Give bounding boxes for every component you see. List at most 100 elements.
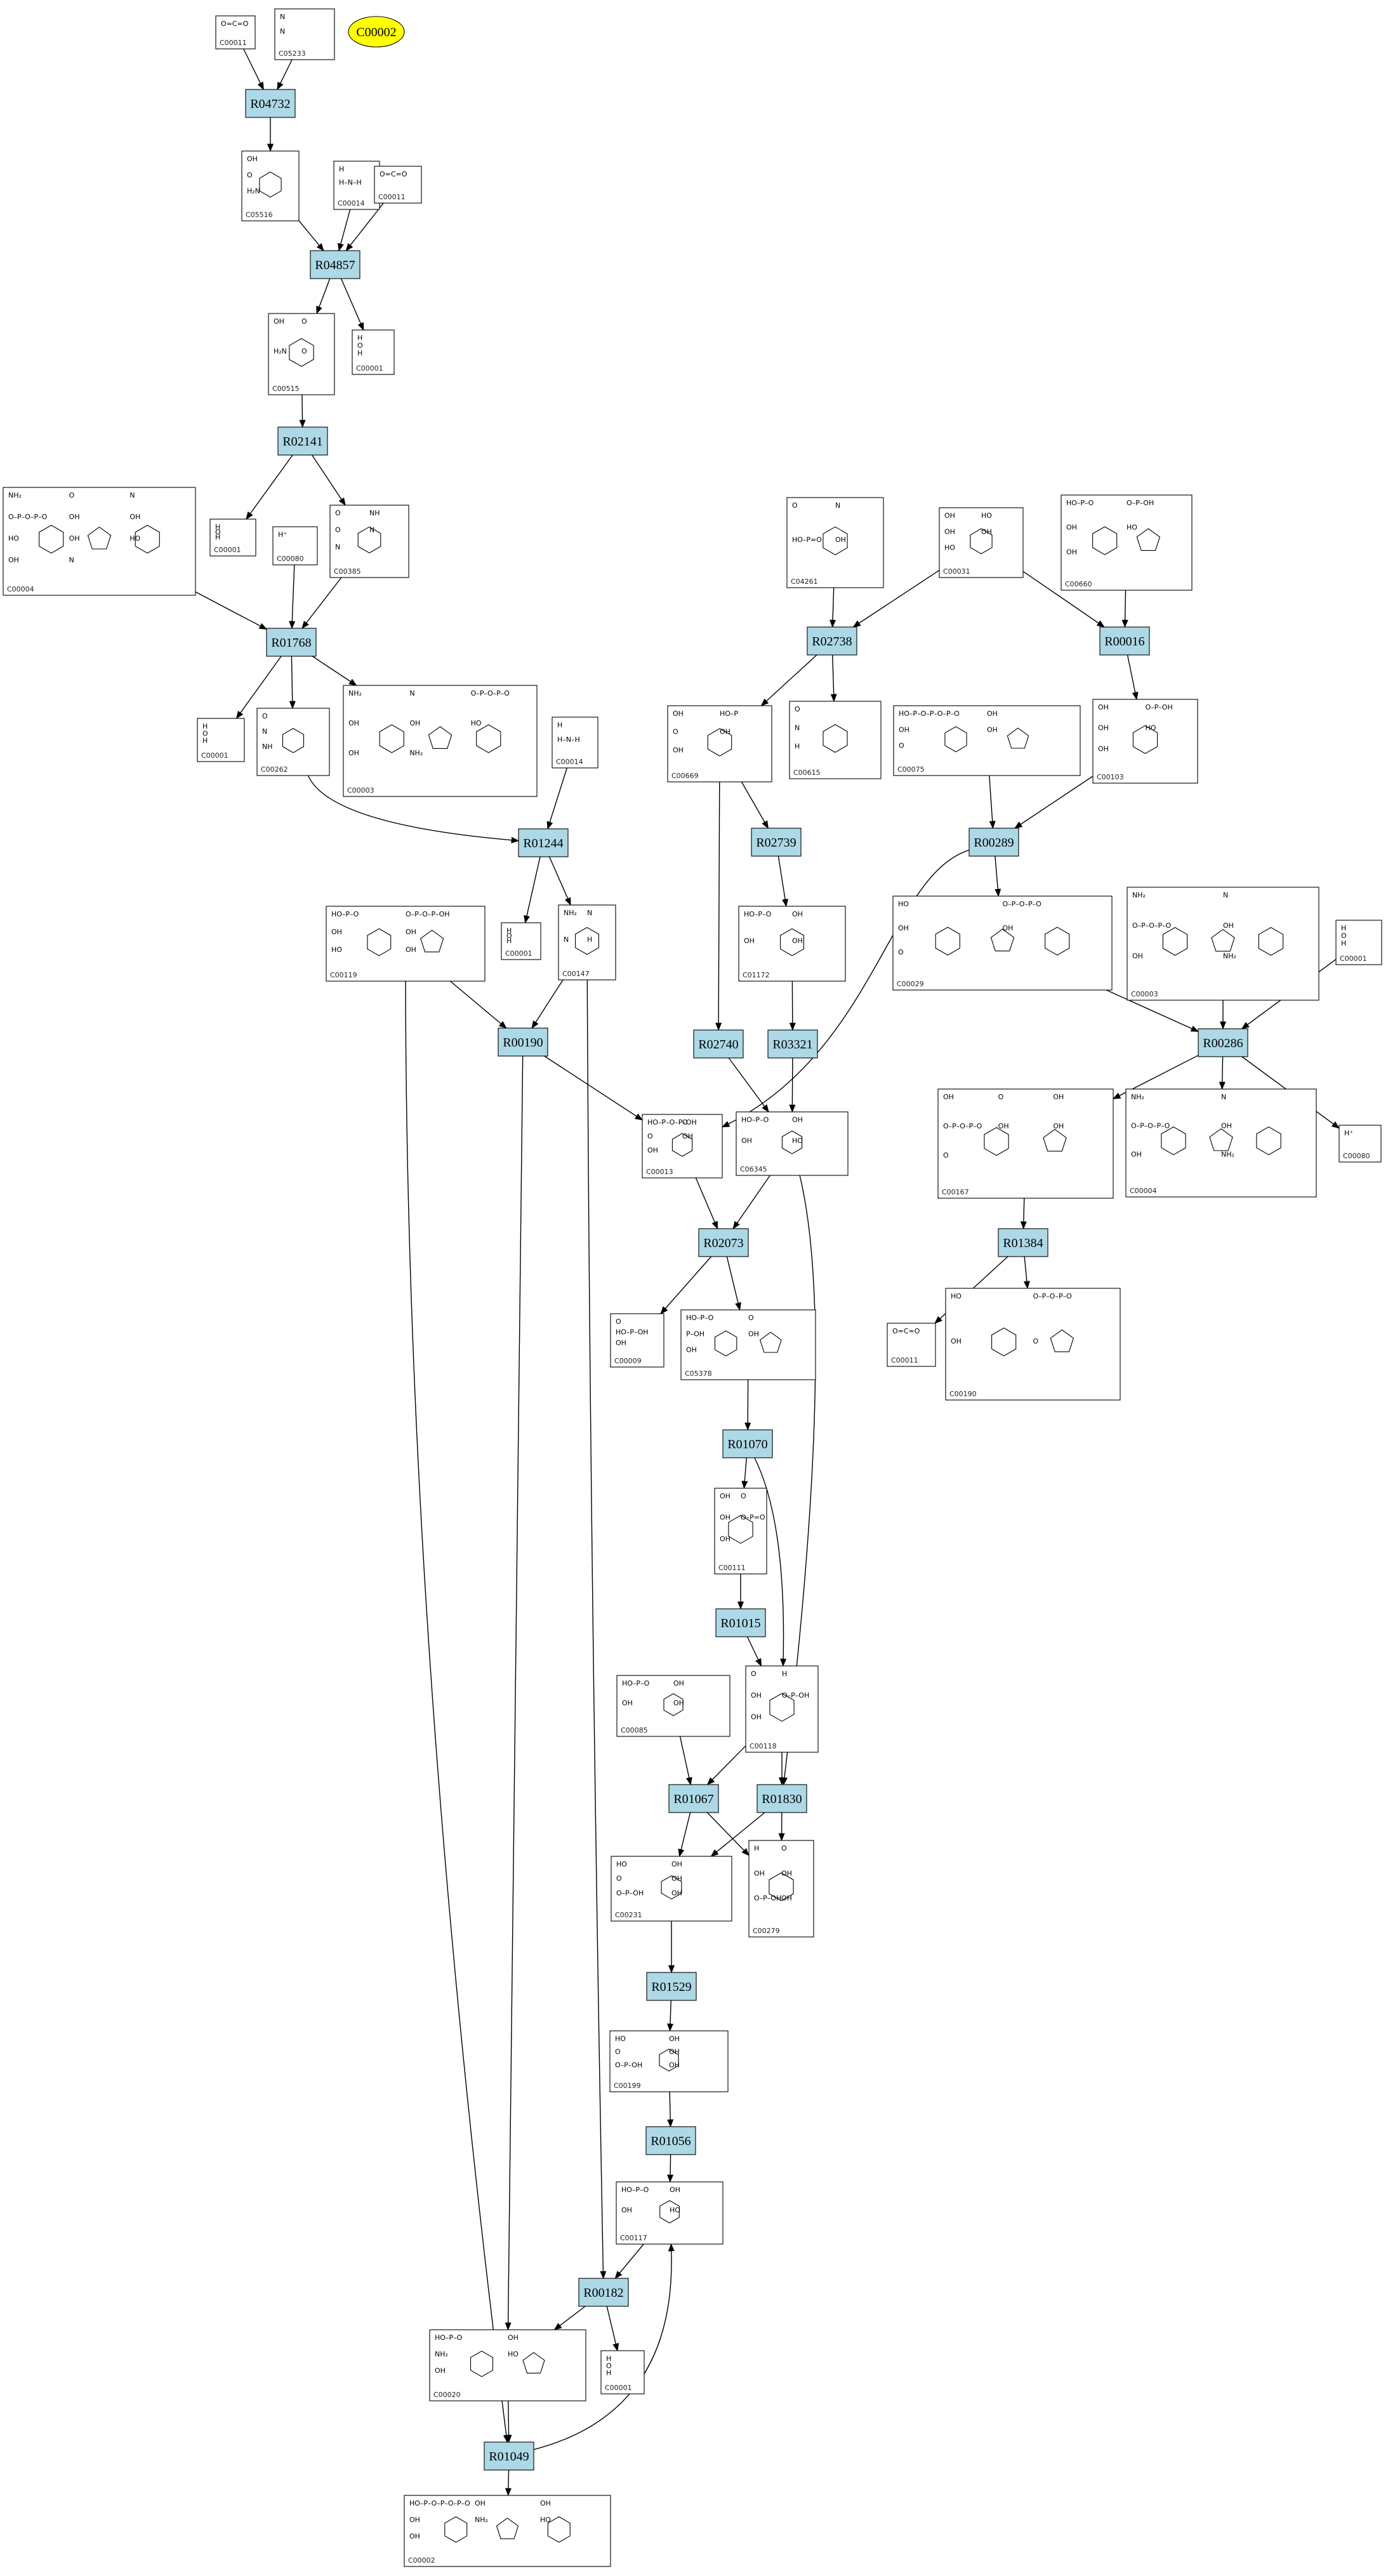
ring-bond [1209,1128,1233,1151]
reaction-node[interactable]: R01768 [266,628,317,657]
atom-label: OH [1066,548,1077,556]
reaction-node[interactable]: R01384 [998,1228,1048,1257]
ring-bond [823,723,848,753]
compound-node[interactable]: H⁺C00080 [1338,1125,1382,1163]
atom-label: OH [673,1699,684,1707]
reaction-node[interactable]: R01049 [484,2441,534,2471]
atom-label: O [247,171,253,179]
edge-arrow [710,1812,765,1857]
compound-box [714,1488,767,1575]
reaction-node[interactable]: R04857 [310,250,360,279]
compound-box [404,2495,611,2567]
edge-arrow [732,1175,770,1230]
compound-box [667,705,772,783]
atom-label: OH [1053,1122,1064,1130]
atom-label: O [751,1670,757,1678]
reaction-node[interactable]: R01244 [518,828,569,857]
reaction-node[interactable]: R01830 [757,1784,807,1813]
reaction-node[interactable]: R02073 [698,1228,749,1257]
reaction-box [646,1972,697,2001]
compound-id-label: C00004 [7,585,34,593]
atom-label: NH₂ [564,909,577,917]
reaction-node[interactable]: R01056 [645,2126,696,2155]
reaction-node[interactable]: R00190 [498,1027,548,1057]
compound-node[interactable]: H⁺C00080 [272,526,318,565]
reaction-node[interactable]: R01015 [715,1608,766,1637]
reaction-node[interactable]: R04732 [245,89,296,118]
reaction-node[interactable]: R02739 [751,828,802,857]
atom-label: H [754,1844,759,1853]
reaction-box [498,1027,548,1057]
reaction-node[interactable]: R01070 [722,1429,773,1458]
reaction-box [266,628,317,657]
reaction-node[interactable]: R00286 [1198,1028,1248,1057]
reaction-node[interactable]: R01067 [668,1784,719,1813]
reaction-node[interactable]: R02740 [693,1029,744,1059]
highlight-node[interactable]: C00002 [348,16,405,48]
reaction-node[interactable]: R00182 [578,2278,629,2307]
reaction-node[interactable]: R01529 [646,1972,697,2001]
ring-bond [1007,727,1029,749]
atom-label: OH [835,536,846,544]
compound-id-label: C05378 [685,1370,712,1378]
reaction-node[interactable]: R00289 [968,828,1019,857]
reaction-node[interactable]: R00016 [1099,626,1150,656]
ring-bond [707,728,732,756]
reaction-node[interactable]: R02738 [807,626,857,656]
reaction-node[interactable]: R03321 [767,1029,818,1059]
reaction-node[interactable]: R02141 [277,426,328,456]
reaction-label: R02141 [282,435,322,449]
compound-box [374,166,422,204]
atom-label: OH [540,2499,551,2507]
reaction-box [715,1608,766,1637]
atom-label: O [898,948,904,956]
